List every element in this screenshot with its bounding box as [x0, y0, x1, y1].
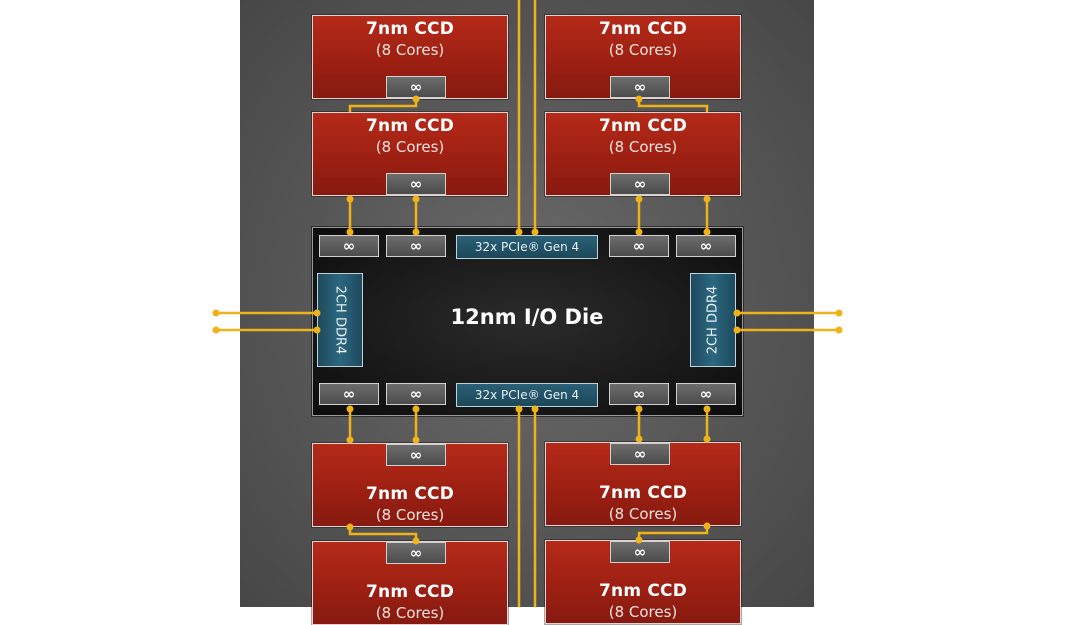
ccd-top-left-1: 7nm CCD (8 Cores) ∞: [312, 15, 508, 99]
ccd-title: 7nm CCD: [365, 582, 455, 602]
ddr4-right-label: 2CH DDR4: [705, 285, 721, 355]
ccd-top-left-2: 7nm CCD (8 Cores) ∞: [312, 112, 508, 196]
io-link-top-2: ∞: [386, 235, 446, 257]
io-link-bottom-3: ∞: [609, 383, 669, 405]
ccd-bottom-right-2: ∞ 7nm CCD (8 Cores): [545, 540, 741, 624]
ccd-title: 7nm CCD: [365, 484, 455, 504]
ccd-title: 7nm CCD: [598, 116, 688, 136]
io-link-top-1: ∞: [319, 235, 379, 257]
ccd-link: ∞: [386, 173, 446, 195]
ccd-bottom-left-1: ∞ 7nm CCD (8 Cores): [312, 443, 508, 527]
ccd-bottom-right-1: ∞ 7nm CCD (8 Cores): [545, 442, 741, 526]
ccd-title: 7nm CCD: [598, 483, 688, 503]
ccd-title: 7nm CCD: [598, 19, 688, 39]
ccd-link: ∞: [386, 444, 446, 466]
ccd-subtitle: (8 Cores): [375, 138, 445, 156]
io-die-title: 12nm I/O Die: [450, 305, 604, 329]
ccd-subtitle: (8 Cores): [608, 41, 678, 59]
ddr4-left: 2CH DDR4: [317, 273, 363, 367]
ccd-title: 7nm CCD: [365, 19, 455, 39]
ccd-title: 7nm CCD: [365, 116, 455, 136]
io-link-bottom-1: ∞: [319, 383, 379, 405]
ccd-top-right-2: 7nm CCD (8 Cores) ∞: [545, 112, 741, 196]
ccd-bottom-left-2: ∞ 7nm CCD (8 Cores): [312, 541, 508, 625]
ccd-subtitle: (8 Cores): [608, 603, 678, 621]
ccd-title: 7nm CCD: [598, 581, 688, 601]
io-link-top-3: ∞: [609, 235, 669, 257]
io-link-bottom-4: ∞: [676, 383, 736, 405]
ccd-link: ∞: [386, 76, 446, 98]
ccd-link: ∞: [610, 541, 670, 563]
ccd-link: ∞: [610, 443, 670, 465]
pcie-bottom: 32x PCIe® Gen 4: [456, 383, 598, 407]
io-link-bottom-2: ∞: [386, 383, 446, 405]
ccd-subtitle: (8 Cores): [608, 138, 678, 156]
ddr4-right: 2CH DDR4: [690, 273, 736, 367]
ccd-subtitle: (8 Cores): [608, 505, 678, 523]
ccd-link: ∞: [610, 76, 670, 98]
epyc-package-diagram: 12nm I/O Die 32x PCIe® Gen 4 32x PCIe® G…: [212, 0, 843, 625]
ccd-link: ∞: [386, 542, 446, 564]
ccd-subtitle: (8 Cores): [375, 506, 445, 524]
ccd-top-right-1: 7nm CCD (8 Cores) ∞: [545, 15, 741, 99]
ddr4-left-label: 2CH DDR4: [332, 285, 348, 355]
pcie-top: 32x PCIe® Gen 4: [456, 235, 598, 259]
ccd-link: ∞: [610, 173, 670, 195]
io-link-top-4: ∞: [676, 235, 736, 257]
ccd-subtitle: (8 Cores): [375, 41, 445, 59]
